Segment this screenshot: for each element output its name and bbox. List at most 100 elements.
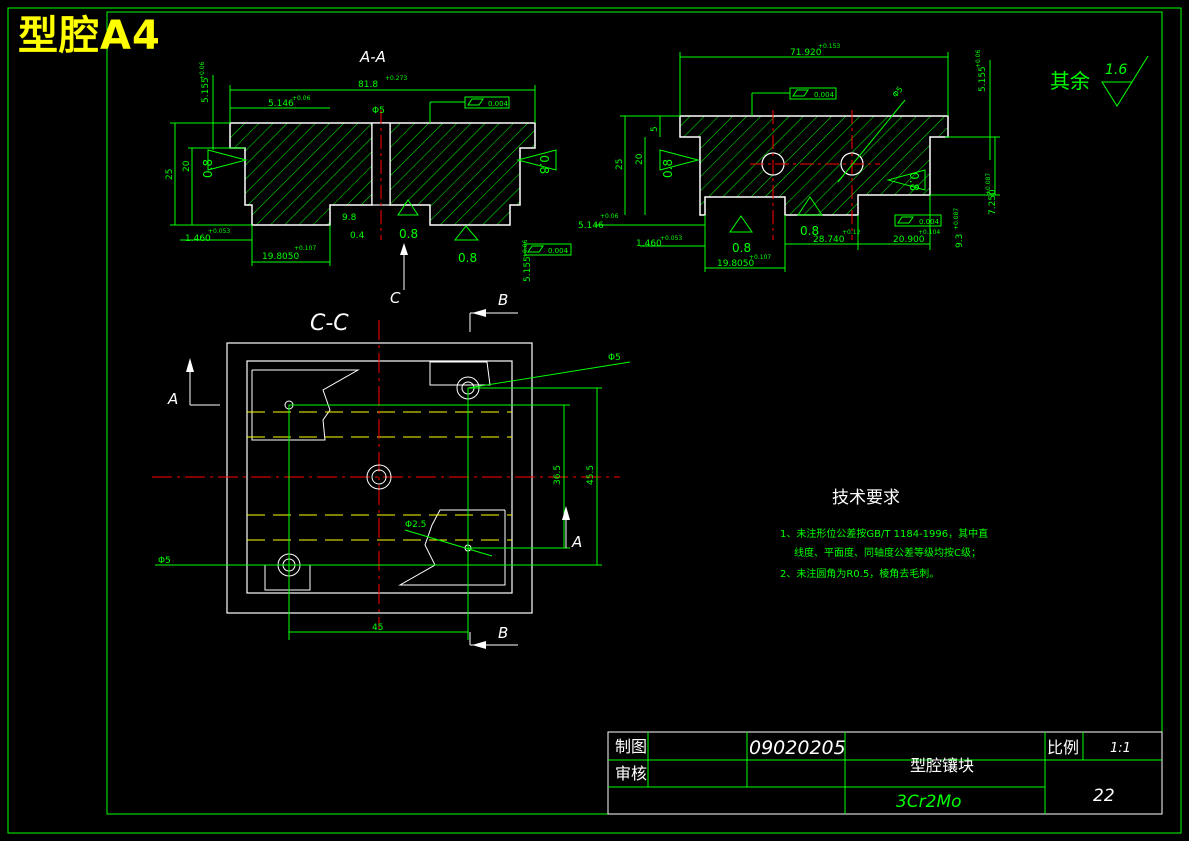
dim-right-146: 1.460 (636, 239, 662, 249)
section-right-body (679, 115, 949, 216)
tb-scale-value: 1:1 (1110, 741, 1131, 756)
ra-right-right: 0.8 (907, 172, 921, 191)
ra-right-b2: 0.8 (800, 224, 819, 238)
dim-right-146-tol: +0.053 (660, 235, 682, 242)
section-c-letter: C (390, 289, 401, 307)
section-a-letter-right: A (571, 533, 582, 551)
dim-cc-phi5-top: Φ5 (608, 353, 621, 363)
dim-right-2874: 28.740 (813, 235, 845, 245)
section-b-letter-bottom: B (498, 624, 508, 642)
dim-right-h25: 25 (615, 159, 625, 170)
banner-title: 型腔A4 (18, 13, 161, 59)
section-cc: C-C 45 36.5 45.5 Φ5 Φ5 (152, 291, 631, 649)
roughness-symbol (453, 225, 480, 241)
tech-req-title: 技术要求 (832, 488, 900, 508)
dim-aa-5146-tol: +0.06 (292, 95, 311, 102)
tech-req-line1: 1、未注形位公差按GB/T 1184-1996，其中直 (780, 527, 988, 540)
dim-aa-h20: 20 (182, 160, 192, 172)
section-cc-label: C-C (310, 311, 349, 336)
dim-aa-flatness-2: 0.004 (548, 247, 569, 255)
dim-aa-phi5: Φ5 (372, 106, 385, 116)
ra-aa-left: 0.8 (201, 159, 215, 178)
dim-right-overall: 71.920 (790, 48, 822, 58)
tb-part-name: 型腔镶块 (910, 756, 974, 775)
dim-aa-overall: 81.8 (358, 80, 378, 90)
dim-right-725: 7.250 (988, 189, 998, 215)
section-right: 71.920 +0.153 5.155 +0.06 0.004 Φ5 25 20… (578, 43, 1000, 272)
roughness-other-label: 其余 (1050, 69, 1090, 93)
roughness-symbol (659, 149, 700, 171)
tech-requirements: 技术要求 1、未注形位公差按GB/T 1184-1996，其中直 线度、平面度、… (780, 488, 988, 580)
tb-drawn-label: 制图 (615, 737, 647, 756)
dim-aa-h25: 25 (165, 169, 175, 180)
roughness-symbol (886, 169, 926, 191)
dim-right-5146: 5.146 (578, 221, 604, 231)
section-aa: A-A 81.8 +0.273 5.146 +0.06 5.155 +0.06 … (165, 48, 572, 307)
dim-right-5155: 5.155 (978, 66, 988, 92)
tb-sheet-no: 22 (1093, 786, 1115, 806)
tech-req-line3: 2、未注圆角为R0.5，棱角去毛刺。 (780, 567, 939, 580)
ra-right-left: 0.8 (661, 159, 675, 178)
roughness-symbol (397, 199, 419, 216)
dim-right-19805: 19.8050 (717, 259, 754, 269)
dim-aa-flatness: 0.004 (488, 100, 509, 108)
dim-aa-146-tol: +0.053 (208, 228, 230, 235)
dim-aa-19805: 19.8050 (262, 252, 299, 262)
dim-cc-phi5-bottom: Φ5 (158, 556, 171, 566)
roughness-symbol (207, 149, 248, 171)
tb-student-no: 09020205 (749, 737, 846, 759)
section-b-letter-top: B (498, 291, 508, 309)
dim-right-h5: 5 (650, 126, 660, 132)
dim-aa-5146: 5.146 (268, 99, 294, 109)
dim-right-phi5: Φ5 (891, 85, 905, 100)
dim-aa-19805-tol: +0.107 (294, 245, 316, 252)
dim-aa-5155-tol: +0.06 (199, 61, 206, 80)
tb-scale-label: 比例 (1047, 738, 1079, 757)
cc-pocket (398, 509, 506, 586)
ra-right-b1: 0.8 (732, 241, 751, 255)
section-aa-label: A-A (359, 48, 386, 66)
dim-right-19805-tol: +0.107 (749, 254, 771, 261)
dim-aa-146: 1.460 (185, 234, 211, 244)
dim-cc-45: 45 (372, 623, 383, 633)
dim-right-209: 20.900 (893, 235, 925, 245)
dim-right-5155-tol: +0.06 (975, 49, 982, 68)
outer-frame (7, 7, 1182, 834)
dim-cc-455: 45.5 (586, 465, 596, 485)
cc-center-hole-outer (366, 464, 392, 490)
dim-aa-5155b: 5.155 (523, 256, 533, 282)
ra-aa-bottom2: 0.8 (458, 251, 477, 265)
dim-cc-phi25: Φ2.5 (405, 520, 426, 530)
dim-right-93-tol: +0.087 (953, 208, 960, 230)
dim-right-725-tol: +0.087 (985, 173, 992, 195)
tb-material: 3Cr2Mo (896, 792, 962, 812)
dim-right-h20: 20 (635, 153, 645, 165)
flatness-frame (524, 243, 572, 256)
section-a-letter-left: A (167, 390, 178, 408)
dim-right-overall-tol: +0.153 (818, 43, 840, 50)
roughness-other: 其余 1.6 (1050, 55, 1149, 107)
roughness-symbol (516, 149, 557, 171)
ra-aa-right: 0.8 (537, 155, 551, 174)
cc-outer (226, 342, 533, 614)
dim-right-209-tol: +0.104 (918, 229, 940, 236)
dim-aa-overall-tol: +0.273 (385, 75, 407, 82)
title-block: 制图 审核 09020205 型腔镶块 3Cr2Mo 比例 1:1 22 (607, 731, 1163, 815)
roughness-other-value: 1.6 (1105, 62, 1127, 78)
dim-right-5146-tol: +0.06 (600, 213, 619, 220)
dim-right-2874-tol: +0.12 (842, 229, 861, 236)
dim-right-93: 9.3 (955, 234, 965, 248)
dim-right-flatness-2: 0.004 (919, 218, 940, 226)
flatness-icon (527, 245, 544, 253)
ra-aa-bottom: 0.8 (399, 227, 418, 241)
roughness-symbol (797, 196, 823, 216)
dim-cc-365: 36.5 (553, 465, 563, 485)
dim-aa-04: 0.4 (350, 231, 365, 241)
cc-center-hole-inner (371, 469, 387, 485)
flatness-icon (792, 89, 809, 97)
flatness-frame (894, 214, 942, 227)
roughness-symbol (729, 215, 753, 233)
tb-checked-label: 审核 (615, 764, 647, 783)
flatness-icon (467, 98, 484, 106)
